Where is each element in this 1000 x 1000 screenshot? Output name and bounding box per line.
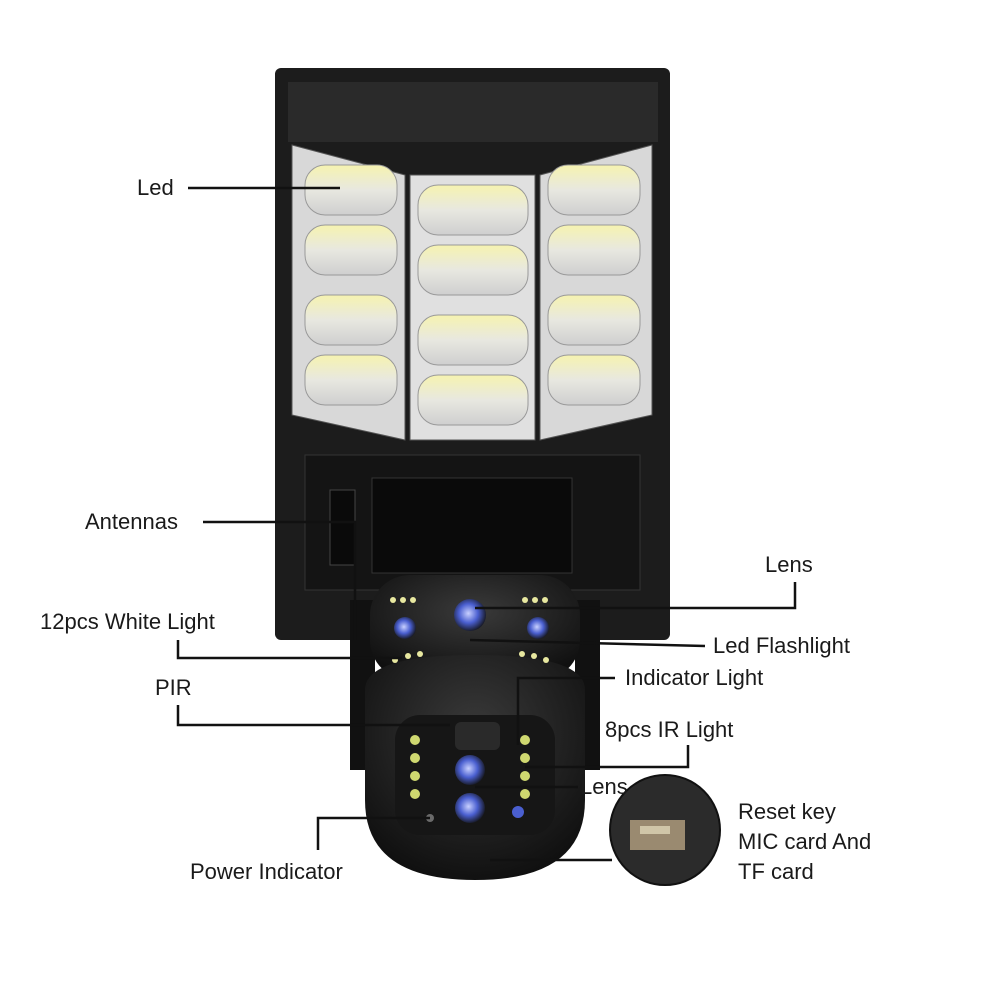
- led-panel: [291, 144, 653, 441]
- camera: [350, 575, 600, 880]
- label-antennas: Antennas: [85, 509, 178, 534]
- label-lens-bottom: Lens: [580, 774, 628, 799]
- antenna: [329, 489, 356, 566]
- leader-lines: [176, 186, 797, 862]
- label-power-indicator: Power Indicator: [190, 859, 343, 884]
- label-pir: PIR: [155, 675, 192, 700]
- label-indicator-light: Indicator Light: [625, 665, 764, 690]
- label-mic-card: MIC card And: [738, 829, 872, 854]
- label-led: Led: [137, 175, 174, 200]
- label-reset-key: Reset key: [738, 799, 836, 824]
- label-tf-card: TF card: [738, 859, 814, 884]
- label-lens-top: Lens: [765, 552, 813, 577]
- label-white-light: 12pcs White Light: [40, 609, 215, 634]
- label-led-flashlight: Led Flashlight: [713, 633, 850, 658]
- card-slot-inset: [609, 774, 721, 886]
- label-ir-light: 8pcs IR Light: [605, 717, 734, 742]
